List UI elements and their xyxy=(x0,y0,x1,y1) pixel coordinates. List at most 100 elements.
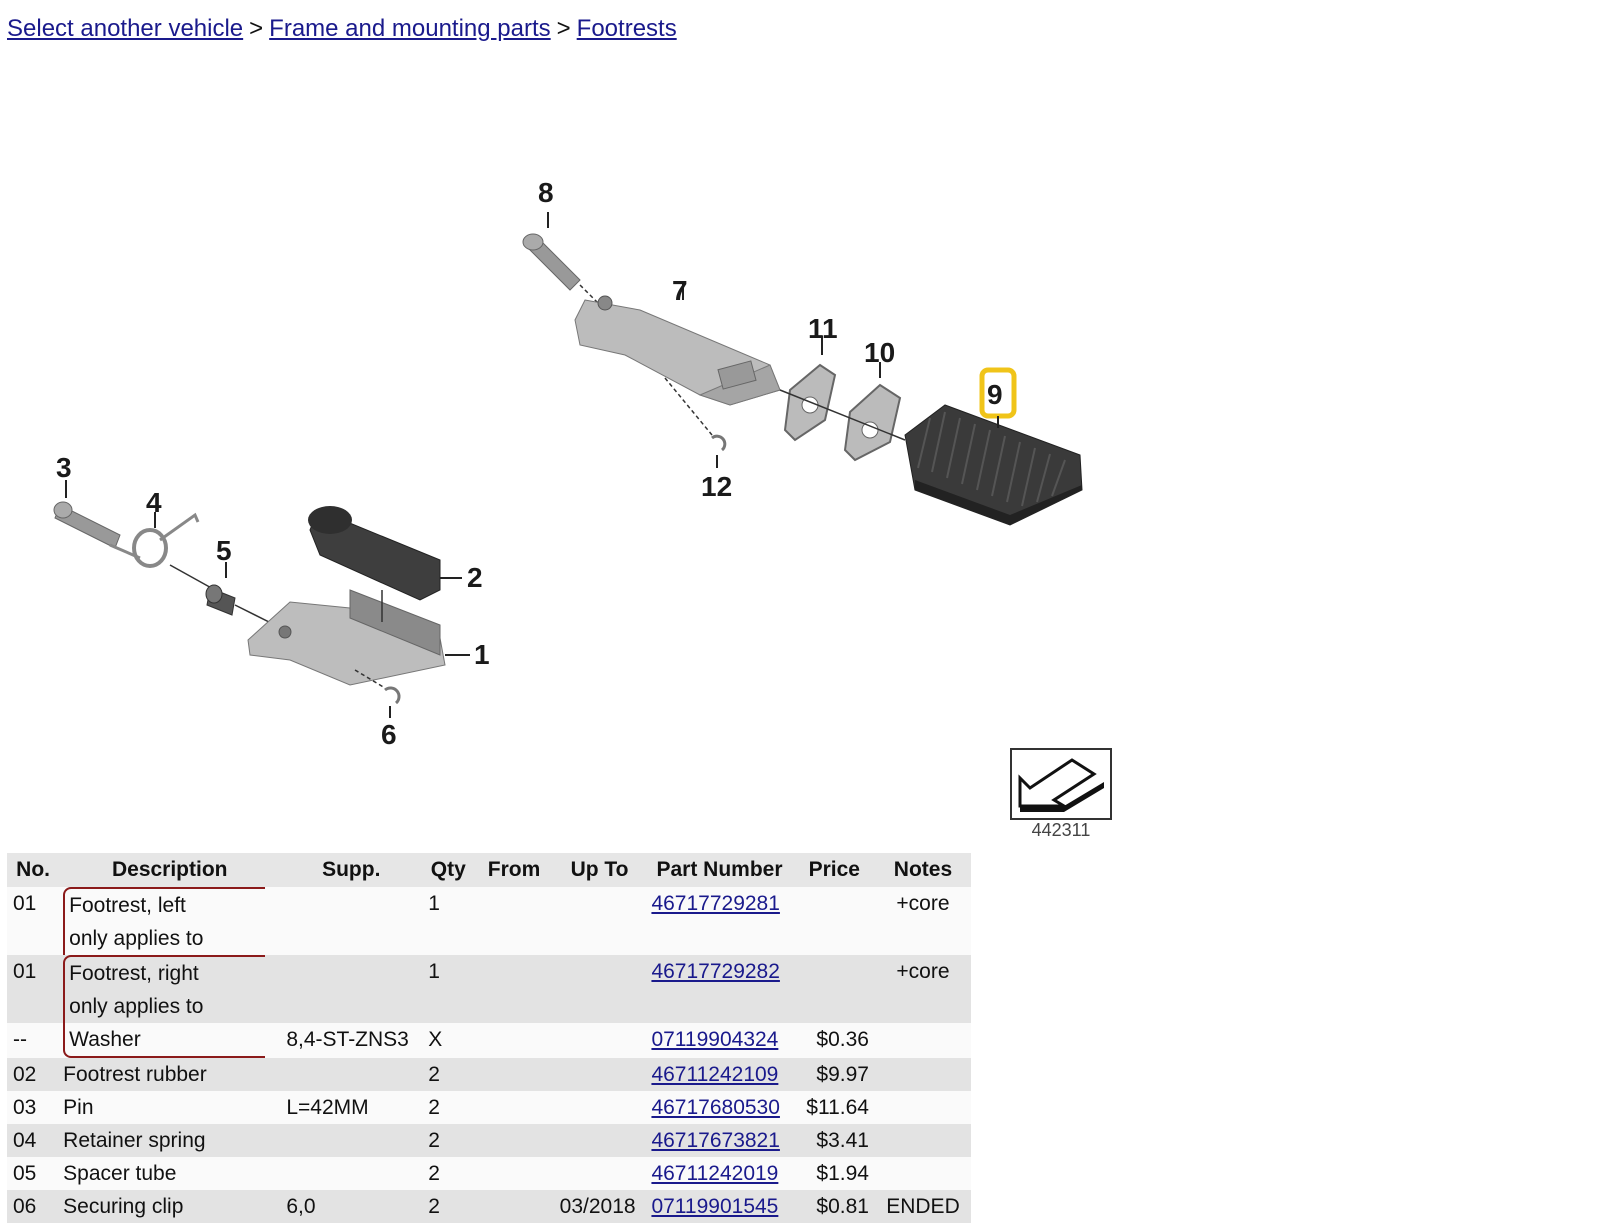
cell-no: 04 xyxy=(7,1124,60,1157)
cell-notes xyxy=(874,1091,971,1124)
part-number-link[interactable]: 07119904324 xyxy=(651,1028,779,1051)
breadcrumb-select-vehicle[interactable]: Select another vehicle xyxy=(7,15,244,42)
column-header-price: Price xyxy=(793,853,875,887)
part-4-retainer-spring[interactable] xyxy=(109,512,200,568)
parts-table: No. Description Supp. Qty From Up To Par… xyxy=(7,853,971,1223)
cell-qty: 1 xyxy=(422,887,475,955)
part-8-pin[interactable] xyxy=(522,212,581,291)
breadcrumb-footrests[interactable]: Footrests xyxy=(576,15,677,42)
cell-supp: L=42MM xyxy=(280,1091,423,1124)
cell-up-to: 03/2018 xyxy=(553,1190,646,1223)
cell-no: -- xyxy=(7,1023,60,1058)
table-row: 06 Securing clip 6,0 2 03/2018 071199015… xyxy=(7,1190,971,1223)
column-header-supp: Supp. xyxy=(280,853,423,887)
column-header-description: Description xyxy=(59,853,281,887)
cell-description: Securing clip xyxy=(59,1190,281,1223)
cell-supp xyxy=(280,1058,423,1091)
part-number-link[interactable]: 46717729282 xyxy=(651,960,780,983)
part-number-link[interactable]: 46711242109 xyxy=(651,1063,779,1086)
table-row: 01 Footrest, right only applies to 1 467… xyxy=(7,955,971,1023)
cell-up-to xyxy=(553,1023,646,1058)
callout-11[interactable]: 11 xyxy=(808,313,838,344)
column-header-from: From xyxy=(474,853,554,887)
cell-part-number: 46711242019 xyxy=(645,1157,794,1190)
part-12-clip[interactable] xyxy=(711,434,727,468)
part-number-link[interactable]: 46717673821 xyxy=(651,1129,780,1152)
cell-notes xyxy=(874,1023,971,1058)
part-3-pin[interactable] xyxy=(53,480,121,549)
exploded-view-illustration: 8 7 11 10 9 12 3 4 5 2 1 6 xyxy=(53,177,1083,750)
description-text: Washer xyxy=(63,1023,266,1058)
callout-12[interactable]: 12 xyxy=(701,471,732,502)
breadcrumb-separator: > xyxy=(249,15,264,42)
cell-qty: 2 xyxy=(422,1157,475,1190)
cell-up-to xyxy=(553,1124,646,1157)
callout-10[interactable]: 10 xyxy=(864,337,895,368)
view-direction-icon xyxy=(1010,748,1112,820)
column-header-qty: Qty xyxy=(422,853,475,887)
column-header-no: No. xyxy=(7,853,60,887)
breadcrumb-frame-mounting[interactable]: Frame and mounting parts xyxy=(269,15,551,42)
callout-1[interactable]: 1 xyxy=(474,639,490,670)
cell-no: 05 xyxy=(7,1157,60,1190)
diagram-reference-number: 442311 xyxy=(1031,820,1091,840)
part-number-link[interactable]: 07119901545 xyxy=(651,1195,779,1218)
cell-from xyxy=(474,887,554,955)
cell-part-number: 46717673821 xyxy=(645,1124,794,1157)
cell-supp xyxy=(280,955,423,1023)
part-11-washer[interactable] xyxy=(783,336,837,442)
cell-notes: +core xyxy=(874,887,971,955)
description-text: Footrest, right xyxy=(69,962,199,985)
cell-price: $1.94 xyxy=(793,1157,875,1190)
callout-4[interactable]: 4 xyxy=(146,487,162,518)
table-row: 03 Pin L=42MM 2 46717680530 $11.64 xyxy=(7,1091,971,1124)
cell-description: Washer xyxy=(59,1023,281,1058)
cell-qty: 1 xyxy=(422,955,475,1023)
cell-up-to xyxy=(553,1091,646,1124)
part-10-washer[interactable] xyxy=(843,362,902,462)
callout-9[interactable]: 9 xyxy=(987,379,1003,410)
part-number-link[interactable]: 46711242019 xyxy=(651,1162,779,1185)
cell-up-to xyxy=(553,1157,646,1190)
part-number-link[interactable]: 46717729281 xyxy=(651,892,780,915)
description-note: only applies to xyxy=(69,927,204,950)
callout-2[interactable]: 2 xyxy=(467,562,483,593)
table-row: 01 Footrest, left only applies to 1 4671… xyxy=(7,887,971,955)
cell-supp xyxy=(280,1124,423,1157)
part-1-footrest-bracket[interactable] xyxy=(247,589,470,686)
callout-6[interactable]: 6 xyxy=(381,719,397,750)
cell-up-to xyxy=(553,887,646,955)
cell-supp: 6,0 xyxy=(280,1190,423,1223)
cell-from xyxy=(474,955,554,1023)
callout-8[interactable]: 8 xyxy=(538,177,554,208)
cell-price: $3.41 xyxy=(793,1124,875,1157)
cell-from xyxy=(474,1124,554,1157)
cell-qty: 2 xyxy=(422,1190,475,1223)
cell-qty: 2 xyxy=(422,1124,475,1157)
cell-qty: 2 xyxy=(422,1058,475,1091)
part-number-link[interactable]: 46717680530 xyxy=(651,1096,780,1119)
part-9-footrest-rubber[interactable] xyxy=(904,367,1083,526)
table-row: 05 Spacer tube 2 46711242019 $1.94 xyxy=(7,1157,971,1190)
callout-5[interactable]: 5 xyxy=(216,535,232,566)
part-6-securing-clip[interactable] xyxy=(384,686,401,718)
callout-3[interactable]: 3 xyxy=(56,452,72,483)
table-row: -- Washer 8,4-ST-ZNS3 X 07119904324 $0.3… xyxy=(7,1023,971,1058)
part-7-footrest-bracket[interactable] xyxy=(574,284,781,406)
description-note: only applies to xyxy=(69,995,204,1018)
cell-notes xyxy=(874,1124,971,1157)
part-5-spacer-tube[interactable] xyxy=(205,562,236,616)
cell-price: $9.97 xyxy=(793,1058,875,1091)
column-header-up-to: Up To xyxy=(553,853,646,887)
cell-no: 01 xyxy=(7,887,60,955)
callout-7[interactable]: 7 xyxy=(672,275,688,306)
cell-price xyxy=(793,887,875,955)
cell-description: Footrest, left only applies to xyxy=(59,887,281,955)
cell-from xyxy=(474,1058,554,1091)
description-text: Footrest, left xyxy=(69,894,186,917)
part-2-footrest-rubber[interactable] xyxy=(308,506,462,601)
cell-no: 06 xyxy=(7,1190,60,1223)
cell-no: 03 xyxy=(7,1091,60,1124)
cell-price xyxy=(793,955,875,1023)
cell-from xyxy=(474,1023,554,1058)
